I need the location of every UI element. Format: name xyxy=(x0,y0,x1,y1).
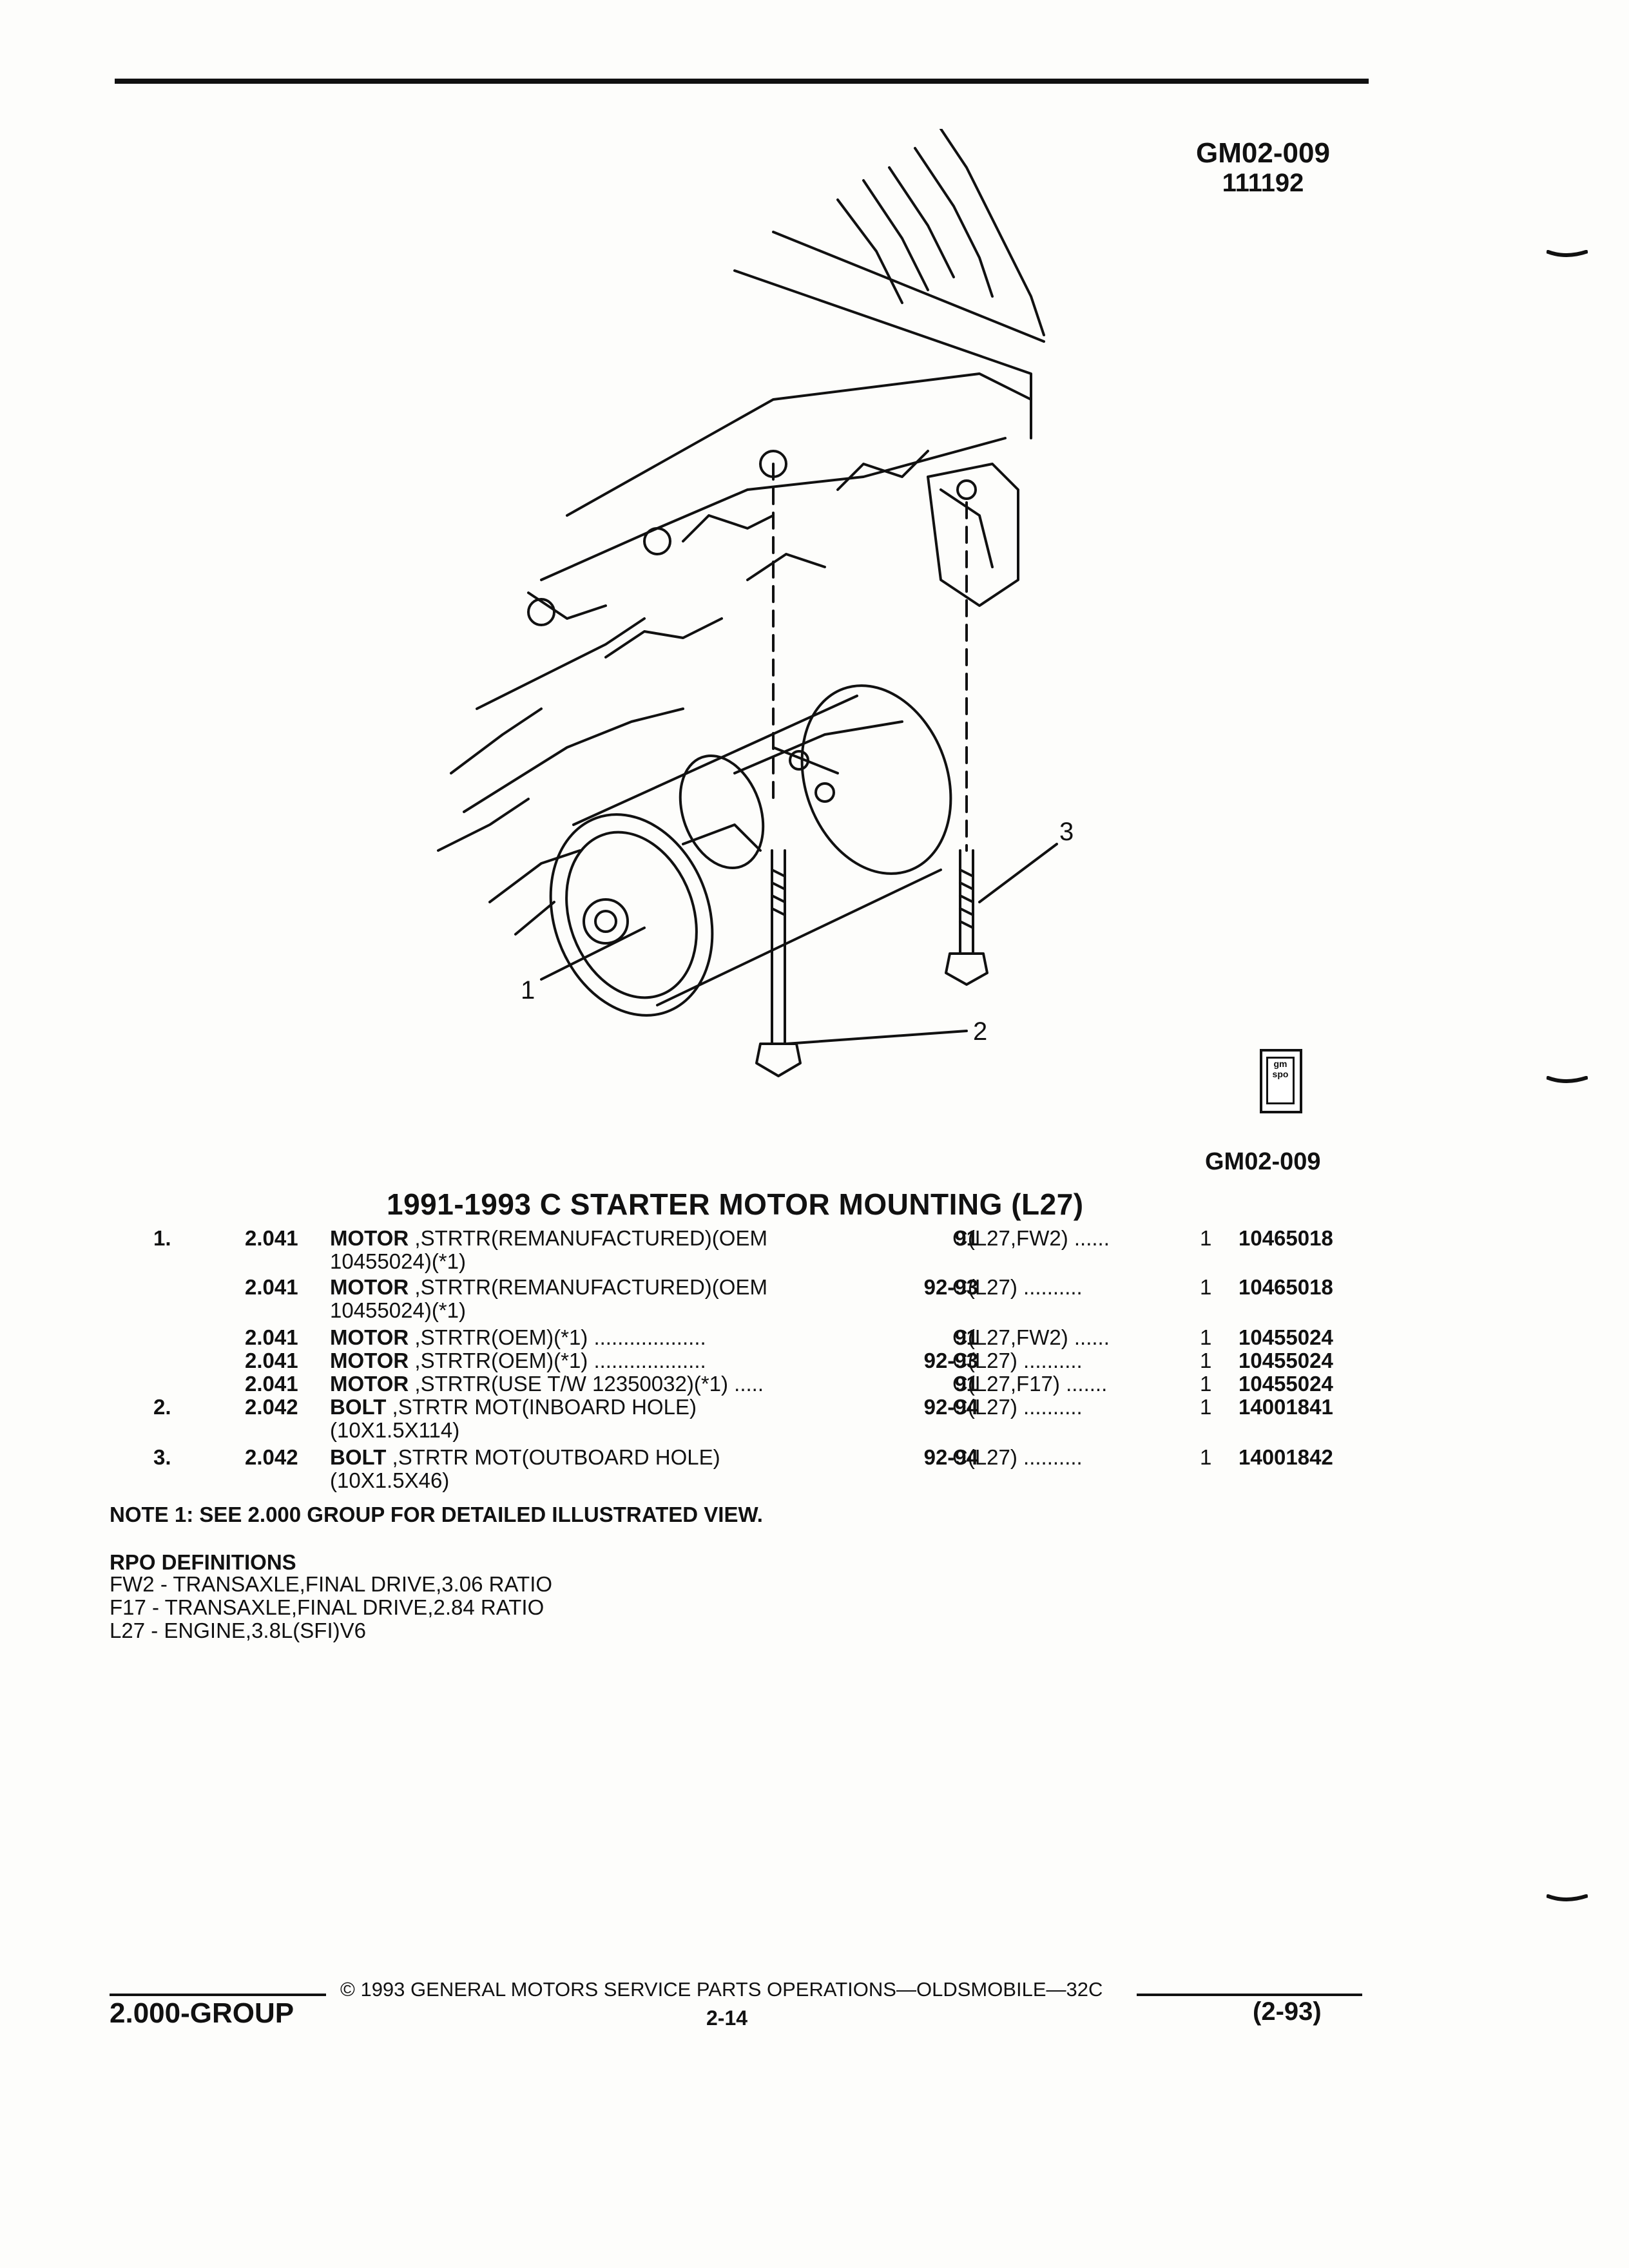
callout-1: 1 xyxy=(521,976,535,1004)
quantity: 1 xyxy=(1200,1325,1212,1349)
gmspo-logo-icon: gm spo xyxy=(1260,1049,1302,1113)
part-number: 10455024 xyxy=(1239,1349,1333,1372)
leader-line-2 xyxy=(785,1030,968,1045)
quantity: 1 xyxy=(1200,1445,1212,1469)
footer-revision: (2-93) xyxy=(1253,1997,1322,2026)
item-number: 2. xyxy=(153,1395,171,1419)
part-description: MOTOR ,STRTR(USE T/W 12350032)(*1) ..... xyxy=(330,1372,764,1396)
part-number: 10465018 xyxy=(1239,1226,1333,1250)
rpo-item: FW2 - TRANSAXLE,FINAL DRIVE,3.06 RATIO xyxy=(110,1572,553,1596)
footer-copyright: © 1993 GENERAL MOTORS SERVICE PARTS OPER… xyxy=(340,1978,1103,2001)
rpo-item: F17 - TRANSAXLE,FINAL DRIVE,2.84 RATIO xyxy=(110,1595,545,1619)
quantity: 1 xyxy=(1200,1349,1212,1372)
footer-rule-right xyxy=(1137,1994,1362,1996)
part-description: BOLT ,STRTR MOT(INBOARD HOLE) xyxy=(330,1395,697,1419)
callout-3: 3 xyxy=(1059,818,1074,846)
mounting-bracket xyxy=(927,463,1019,607)
part-description-cont: 10455024)(*1) xyxy=(330,1249,466,1273)
part-description: MOTOR ,STRTR(OEM)(*1) ..................… xyxy=(330,1349,706,1372)
margin-mark xyxy=(1547,1076,1588,1083)
application: C(L27,FW2) ...... xyxy=(952,1226,1110,1250)
part-description: MOTOR ,STRTR(REMANUFACTURED)(OEM xyxy=(330,1275,767,1299)
part-number: 10455024 xyxy=(1239,1372,1333,1396)
gmspo-logo-label: gm spo xyxy=(1266,1057,1295,1104)
model-year: 92-93 xyxy=(923,1349,978,1372)
part-description: MOTOR ,STRTR(REMANUFACTURED)(OEM xyxy=(330,1226,767,1250)
group-number: 2.041 xyxy=(245,1372,298,1396)
footer-group: 2.000-GROUP xyxy=(110,1997,294,2029)
quantity: 1 xyxy=(1200,1226,1212,1250)
application: C(L27) .......... xyxy=(952,1349,1083,1372)
quantity: 1 xyxy=(1200,1395,1212,1419)
group-number: 2.042 xyxy=(245,1395,298,1419)
application: C(L27) .......... xyxy=(952,1445,1083,1469)
part-description-cont: (10X1.5X114) xyxy=(330,1418,460,1442)
quantity: 1 xyxy=(1200,1275,1212,1299)
starter-motor-diagram: 1 2 3 xyxy=(437,129,1074,1077)
application: C(L27,FW2) ...... xyxy=(952,1325,1110,1349)
part-number: 10465018 xyxy=(1239,1275,1333,1299)
model-year: 91 xyxy=(954,1226,978,1250)
group-number: 2.042 xyxy=(245,1445,298,1469)
group-number: 2.041 xyxy=(245,1275,298,1299)
part-number: 10455024 xyxy=(1239,1325,1333,1349)
rpo-item: L27 - ENGINE,3.8L(SFI)V6 xyxy=(110,1619,366,1642)
part-description-cont: (10X1.5X46) xyxy=(330,1468,450,1492)
engine-edge xyxy=(940,129,1045,336)
reference-subcode: 111192 xyxy=(1222,169,1304,197)
leader-line-3 xyxy=(978,843,1058,903)
model-year: 91 xyxy=(954,1325,978,1349)
section-title: 1991-1993 C STARTER MOTOR MOUNTING (L27) xyxy=(387,1187,1084,1221)
part-description: BOLT ,STRTR MOT(OUTBOARD HOLE) xyxy=(330,1445,720,1469)
page-number: 2-14 xyxy=(706,2006,748,2030)
part-description-cont: 10455024)(*1) xyxy=(330,1298,466,1322)
note-text: NOTE 1: SEE 2.000 GROUP FOR DETAILED ILL… xyxy=(110,1503,763,1526)
rpo-title: RPO DEFINITIONS xyxy=(110,1550,296,1574)
group-number: 2.041 xyxy=(245,1226,298,1250)
part-description: MOTOR ,STRTR(OEM)(*1) ..................… xyxy=(330,1325,706,1349)
reference-code: GM02-009 xyxy=(1196,137,1330,169)
model-year: 92-94 xyxy=(923,1445,978,1469)
item-number: 3. xyxy=(153,1445,171,1469)
application: C(L27) .......... xyxy=(952,1275,1083,1299)
quantity: 1 xyxy=(1200,1372,1212,1396)
part-number: 14001842 xyxy=(1239,1445,1333,1469)
bolt-outboard xyxy=(945,849,988,986)
part-number: 14001841 xyxy=(1239,1395,1333,1419)
margin-mark xyxy=(1547,1894,1588,1901)
model-year: 91 xyxy=(954,1372,978,1396)
model-year: 92-93 xyxy=(923,1275,978,1299)
application: C(L27) .......... xyxy=(952,1395,1083,1419)
item-number: 1. xyxy=(153,1226,171,1250)
top-rule xyxy=(115,79,1369,84)
footer-rule-left xyxy=(110,1994,326,1996)
group-number: 2.041 xyxy=(245,1325,298,1349)
application: C(L27,F17) ....... xyxy=(952,1372,1108,1396)
figure-id: GM02-009 xyxy=(1205,1148,1321,1175)
margin-mark xyxy=(1547,250,1588,257)
group-number: 2.041 xyxy=(245,1349,298,1372)
callout-2: 2 xyxy=(973,1017,987,1046)
model-year: 92-94 xyxy=(923,1395,978,1419)
leader-line-1 xyxy=(540,927,646,981)
starter-motor-illustration: 1 2 3 xyxy=(412,129,1121,1147)
starter-motor-body xyxy=(549,684,952,1017)
